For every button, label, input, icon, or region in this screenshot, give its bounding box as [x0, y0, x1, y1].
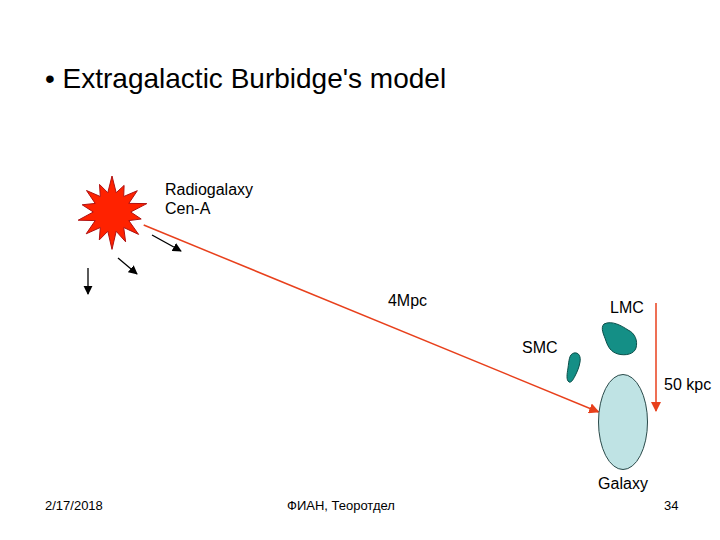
node-label: SMC [522, 338, 558, 357]
slide-title: • Extragalactic Burbidge's model [45, 62, 446, 96]
node-outline [78, 176, 146, 248]
ejecta-arrow [152, 235, 181, 251]
galaxy-ellipse [599, 375, 648, 470]
galaxy-node: Galaxy [598, 374, 648, 470]
connector-arrow [144, 225, 599, 412]
distance-arrow [655, 303, 657, 411]
footer-date: 2/17/2018 [45, 498, 103, 514]
node-label: LMC [610, 298, 644, 317]
ejecta-arrow [87, 268, 88, 294]
ejecta-arrow [118, 258, 137, 274]
node-outline [565, 352, 582, 384]
distance-label: 50 kpc [664, 375, 711, 394]
node-outline [600, 321, 638, 356]
smc-blob [567, 353, 580, 382]
radiogalaxy-node: Radiogalaxy Cen-A [78, 176, 146, 248]
lmc-node: LMC [600, 321, 638, 356]
page-number: 34 [664, 498, 678, 514]
node-label: Radiogalaxy Cen-A [165, 180, 265, 218]
smc-node: SMC [565, 352, 582, 384]
lmc-blob [602, 323, 636, 355]
edge-label: 4Mpc [386, 291, 429, 310]
node-label: Galaxy [578, 474, 668, 493]
node-outline [598, 374, 648, 470]
explosion-star [78, 176, 147, 249]
footer-org: ФИАН, Теоротдел [287, 498, 395, 514]
